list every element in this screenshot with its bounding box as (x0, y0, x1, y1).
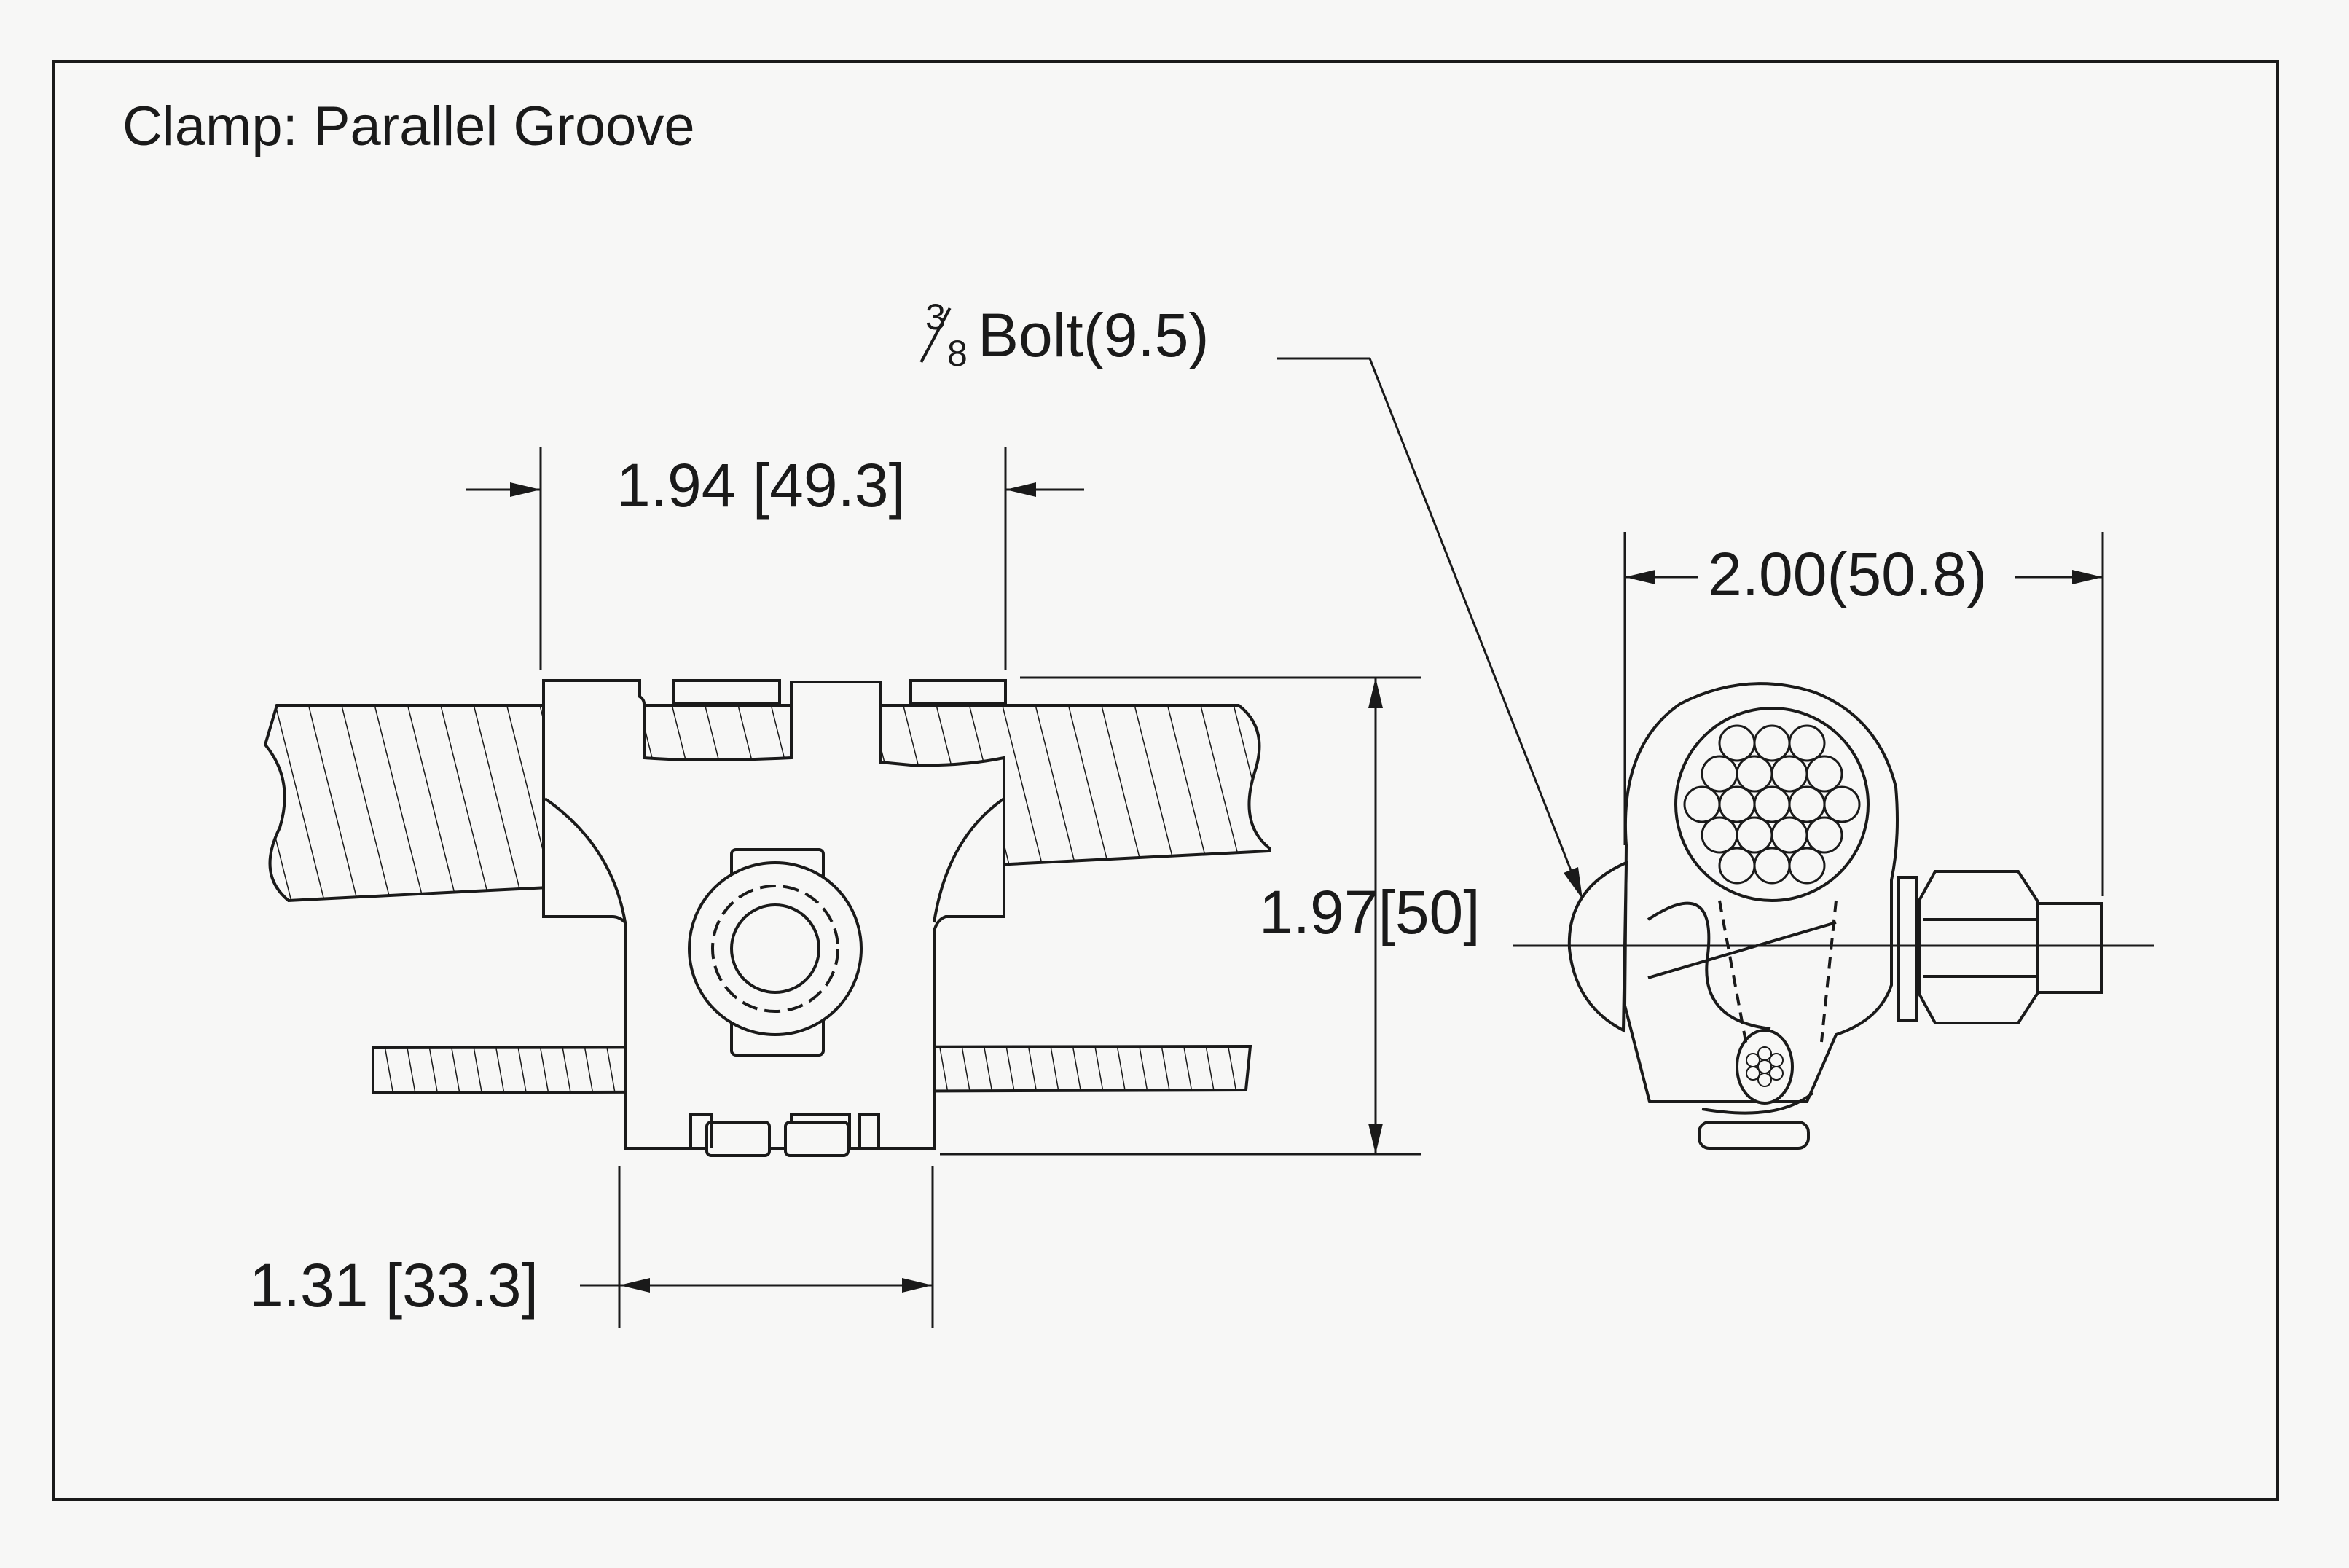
dimension-side-width: 2.00(50.8) (1708, 540, 1987, 608)
arrowhead-top-left (510, 482, 541, 497)
side-view (1513, 682, 2154, 1150)
jaw-inner-dashed (1718, 900, 1749, 1050)
dimension-height: 1.97[50] (1259, 878, 1481, 946)
arrowhead-height-top (1368, 678, 1383, 708)
jaw-curve-upper (1647, 901, 1771, 1030)
front-arrowheads (510, 482, 1383, 1293)
arrowhead-bottom-left (619, 1278, 650, 1293)
bolt-head-outer (688, 861, 863, 1036)
washer (1897, 876, 1918, 1022)
dimension-bottom-width: 1.31 [33.3] (249, 1251, 538, 1320)
dimension-top-width: 1.94 [49.3] (616, 451, 906, 520)
large-strands (1683, 724, 1861, 885)
lower-slot-left (689, 1113, 713, 1148)
body-curve-left (544, 797, 627, 923)
small-strands (1746, 1046, 1784, 1087)
small-strand-bundle (1736, 1029, 1794, 1105)
jaw-inner-line (1647, 921, 1837, 979)
body-curve-right (933, 797, 1005, 923)
arrowhead-height-bottom (1368, 1124, 1383, 1154)
large-strand-bundle (1674, 707, 1870, 902)
drawing-border (52, 60, 2279, 1501)
arrowhead-top-right (1005, 482, 1036, 497)
bolt-head-dashed (711, 885, 839, 1013)
bolt-label: Bolt(9.5) (978, 301, 1209, 369)
upper-pad-left (672, 679, 781, 705)
side-foot (1698, 1121, 1810, 1150)
upper-pad-right (909, 679, 1007, 705)
arrowhead-bolt-leader (1564, 867, 1583, 899)
jaw-curve-lower (1701, 1091, 1814, 1115)
bolt-leader-diagonal (1368, 358, 1583, 897)
arrowhead-bottom-right (902, 1278, 933, 1293)
bolt-stud (2036, 902, 2103, 994)
lower-pad-mid (784, 1121, 850, 1157)
lower-pad-left (705, 1121, 771, 1157)
bolt-head-inner (730, 903, 820, 994)
bolt-fraction-numerator: 3 (925, 297, 946, 337)
bolt-fraction: 3 8 (919, 299, 968, 372)
arrowhead-side-left (1625, 570, 1655, 584)
hex-nut (1918, 870, 2039, 1024)
bolt-callout: 3 8 Bolt(9.5) (919, 299, 1209, 372)
arrowhead-side-right (2072, 570, 2103, 584)
lower-slot-right (858, 1113, 880, 1148)
side-arrowheads (1564, 570, 2103, 899)
jaw-inner-dashed-2 (1820, 900, 1838, 1043)
bolt-fraction-denominator: 8 (947, 333, 968, 374)
drawing-title: Clamp: Parallel Groove (122, 95, 695, 157)
front-view (263, 679, 1271, 1157)
